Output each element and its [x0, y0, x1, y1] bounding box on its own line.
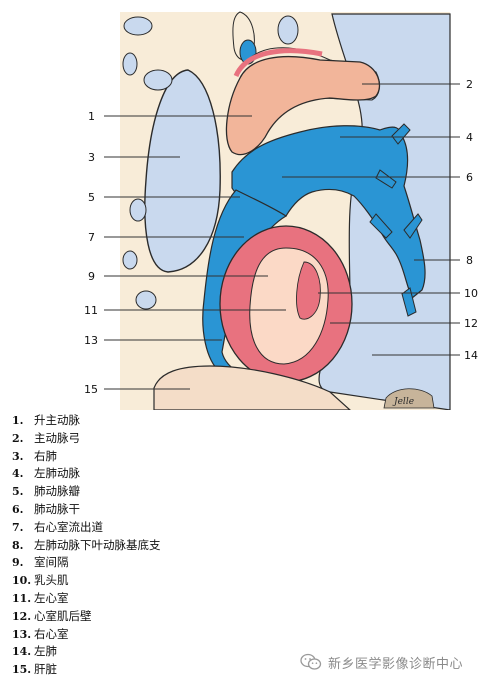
pulmonary-branch-3: [369, 213, 393, 239]
heart-anatomy-figure: Jelle 1 2 3 4 5 6 7 8 9 10 11 12 13 14 1…: [84, 11, 478, 410]
pulmonary-branch-4: [403, 213, 423, 239]
legend-item: 7.右心室流出道: [12, 519, 103, 534]
callout-6: 6: [466, 171, 473, 184]
pulmonary-artery: [231, 125, 426, 299]
aorta-wall: [233, 48, 323, 78]
callout-10: 10: [464, 287, 478, 300]
callout-4: 4: [466, 131, 473, 144]
side-vessel-1: [129, 198, 147, 222]
callout-7: 7: [88, 231, 95, 244]
callout-8: 8: [466, 254, 473, 267]
wechat-icon: [300, 653, 322, 670]
legend-item: 15.肝脏: [12, 662, 57, 677]
legend-item: 4.左肺动脉: [12, 466, 80, 481]
aorta: [225, 55, 381, 156]
watermark: 新乡医学影像诊断中心: [300, 652, 463, 672]
pulmonary-branch-5: [401, 287, 417, 317]
side-vessel-2: [122, 250, 138, 270]
top-vessel-3: [122, 52, 138, 76]
signature-shape: [383, 388, 435, 409]
top-vessel-1: [123, 16, 153, 36]
leader-lines: [104, 83, 460, 390]
legend-item: 14.左肺: [12, 644, 57, 659]
legend-item: 5.肺动脉瓣: [12, 484, 80, 499]
top-vessel-2: [143, 69, 173, 91]
legend-item: 6.肺动脉干: [12, 501, 80, 516]
legend-item: 10.乳头肌: [12, 573, 69, 588]
pulmonary-branch-2: [375, 169, 397, 189]
legend-list: 1.升主动脉 2.主动脉弓 3.右肺 4.左肺动脉 5.肺动脉瓣 6.肺动脉干 …: [12, 412, 161, 679]
legend-item: 2.主动脉弓: [12, 430, 80, 445]
papillary-muscle: [296, 261, 321, 320]
callout-14: 14: [464, 349, 478, 362]
liver: [153, 365, 351, 410]
signature: Jelle: [392, 397, 414, 407]
callout-3: 3: [88, 151, 95, 164]
callout-11: 11: [84, 304, 98, 317]
legend-item: 8.左肺动脉下叶动脉基底支: [12, 537, 161, 552]
legend-item: 12.心室肌后壁: [12, 608, 92, 623]
watermark-text: 新乡医学影像诊断中心: [328, 656, 464, 672]
legend-item: 1.升主动脉: [12, 413, 80, 427]
callout-13: 13: [84, 334, 98, 347]
legend-item: 13.右心室: [12, 626, 69, 641]
side-vessel-3: [135, 290, 157, 310]
callout-15: 15: [84, 383, 98, 396]
right-lung: [144, 69, 221, 273]
legend-item: 3.右肺: [12, 448, 57, 463]
legend-item: 11.左心室: [12, 590, 69, 605]
callout-9: 9: [88, 270, 95, 283]
legend-item: 9.室间隔: [12, 555, 69, 570]
pulmonary-branch-1: [391, 123, 411, 145]
callout-5: 5: [88, 191, 95, 204]
callout-1: 1: [88, 110, 95, 123]
callout-2: 2: [466, 78, 473, 91]
top-vessel-5: [277, 15, 299, 45]
callout-12: 12: [464, 317, 478, 330]
